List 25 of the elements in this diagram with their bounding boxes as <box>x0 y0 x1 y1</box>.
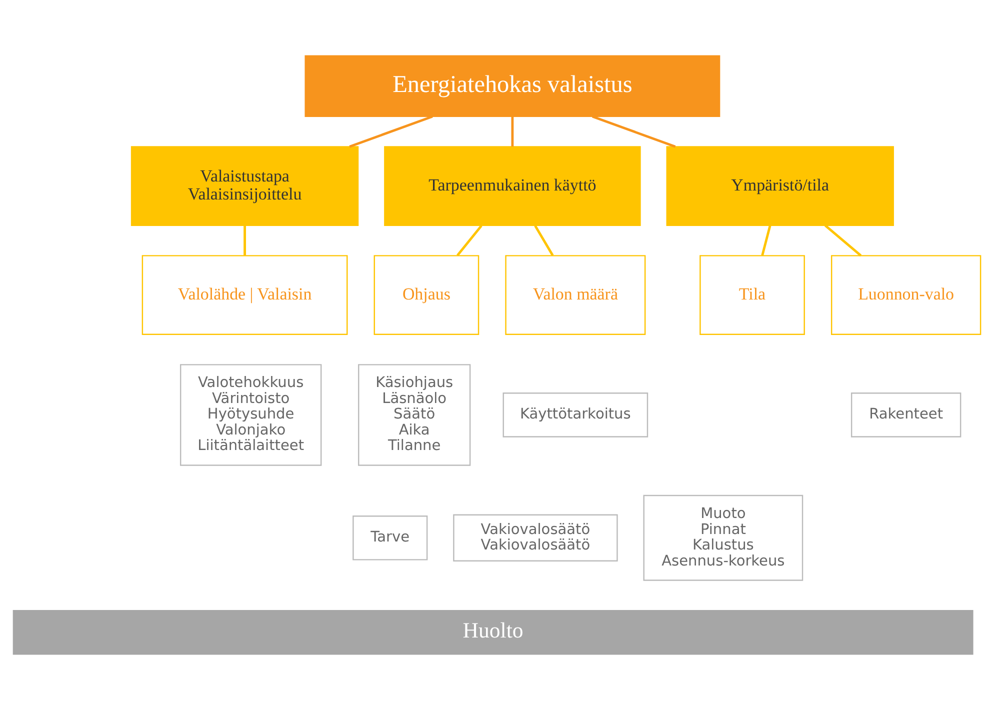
node-box: Tarpeenmukainen käyttö <box>384 146 641 226</box>
node-box: Ympäristö/tila <box>666 146 894 226</box>
node-box: Huolto <box>12 609 974 654</box>
node-box: Valotehokkuus Värintoisto Hyötysuhde Valonjako Liitäntälaitteet <box>180 364 322 466</box>
connector <box>511 116 514 146</box>
node-box: Käyttötarkoitus <box>502 392 648 437</box>
node-box: Tarve <box>352 514 428 560</box>
node-box: Käsiohjaus Läsnäolo Säätö Aika Tilanne <box>358 364 471 466</box>
node-box: Tila <box>700 254 805 335</box>
node-box: Valon määrä <box>505 254 646 335</box>
node-box: Luonnon-valo <box>830 254 982 335</box>
node-box: Energiatehokas valaistus <box>304 54 720 116</box>
connector <box>824 224 862 256</box>
connector <box>761 224 772 256</box>
node-box: Vakiovalosäätö Vakiovalosäätö <box>453 514 618 561</box>
connector <box>592 114 676 148</box>
connector <box>349 114 433 148</box>
connector <box>456 224 482 256</box>
connector <box>244 225 246 255</box>
node-box: Valaistustapa Valaisinsijoittelu <box>130 146 359 226</box>
node-box: Valolähde | Valaisin <box>142 254 348 335</box>
node-box: Rakenteet <box>850 392 962 437</box>
node-box: Ohjaus <box>374 254 480 335</box>
connector <box>534 224 554 256</box>
node-box: Muoto Pinnat Kalustus Asennus-korkeus <box>643 494 804 580</box>
